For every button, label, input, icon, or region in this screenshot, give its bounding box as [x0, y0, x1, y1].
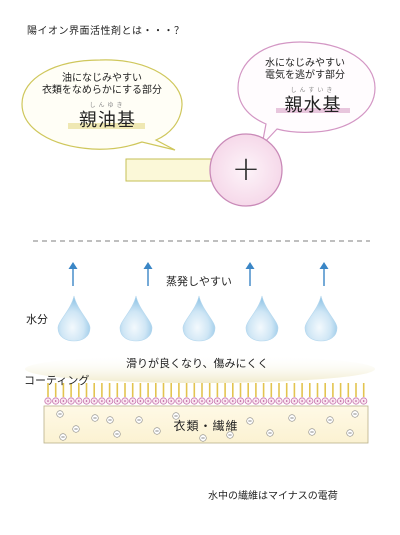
coating-molecule-icon [267, 383, 275, 405]
evaporation-arrow-icon [68, 262, 78, 286]
lipophilic-tail [125, 158, 221, 182]
coating-molecule-icon [329, 383, 337, 405]
coating-molecules [44, 383, 368, 405]
negative-charge-icon [346, 429, 354, 437]
plus-charge-symbol: + [231, 149, 261, 189]
coating-molecule-icon [159, 383, 168, 405]
water-term-highlight [276, 108, 350, 113]
evaporation-arrow-icon [143, 262, 153, 286]
negative-charge-icon [72, 425, 80, 433]
water-label: 水分 [26, 313, 48, 326]
oil-term: 親油基 [79, 110, 136, 131]
slide-haze [25, 355, 375, 383]
water-drop-icon [182, 295, 216, 342]
coating-molecule-icon [52, 383, 60, 405]
negative-charge-icon [106, 416, 114, 424]
coating-molecule-icon [113, 383, 121, 405]
coating-molecule-icon [206, 383, 214, 405]
coating-molecule-icon [236, 383, 245, 405]
hydrophilic-head [209, 133, 283, 207]
evaporation-arrows [68, 262, 329, 286]
oil-bubble-text: 油になじみやすい 衣類をなめらかにする部分 [27, 73, 177, 97]
water-speech-bubble [237, 41, 376, 147]
water-drop-icon [119, 295, 153, 342]
water-bubble-text: 水になじみやすい 電気を逃がす部分 [245, 58, 365, 82]
water-drop-icon [304, 295, 338, 342]
oil-description-line1: 油になじみやすい [62, 73, 142, 84]
negative-charge-icon [91, 414, 99, 422]
coating-molecule-icon [98, 383, 106, 405]
negative-charge-icon [246, 417, 254, 425]
coating-molecule-icon [221, 383, 229, 405]
evaporate-label: 蒸発しやすい [166, 275, 232, 288]
coating-molecule-icon [259, 383, 268, 405]
negative-charge-icon [308, 428, 316, 436]
oil-description-line2: 衣類をなめらかにする部分 [41, 85, 163, 96]
coating-molecule-icon [352, 383, 360, 405]
coating-molecule-icon [252, 383, 260, 405]
coating-molecule-icon [336, 383, 345, 405]
coating-molecule-icon [90, 383, 98, 405]
negative-charge-icon [172, 412, 180, 420]
coating-molecule-icon [175, 383, 183, 405]
caption: 水中の繊維はマイナスの電荷 [208, 491, 338, 502]
negative-charge-icon [266, 429, 274, 437]
water-drops [57, 295, 338, 342]
coating-molecule-icon [360, 383, 368, 405]
coating-molecule-icon [121, 383, 129, 405]
coating-molecule-icon [321, 383, 329, 405]
negative-charge-icon [59, 433, 67, 441]
coating-molecule-icon [75, 383, 83, 405]
coating-molecule-icon [198, 383, 206, 405]
coating-label: コーティング [24, 374, 90, 387]
evaporation-arrow-icon [245, 262, 255, 286]
fabric-negative-charges [56, 410, 359, 442]
negative-charge-icon [326, 416, 334, 424]
page-title: 陽イオン界面活性剤とは・・・？ [27, 26, 185, 37]
coating-molecule-icon [144, 383, 152, 405]
coating-molecule-icon [229, 383, 237, 405]
coating-molecule-icon [82, 383, 91, 405]
coating-molecule-icon [152, 383, 160, 405]
negative-charge-icon [135, 416, 143, 424]
coating-molecule-icon [313, 383, 322, 405]
coating-molecule-icon [306, 383, 314, 405]
slide-label: 滑りが良くなり、傷みにくく [126, 357, 269, 370]
coating-molecule-icon [244, 383, 252, 405]
coating-molecule-icon [283, 383, 291, 405]
evaporation-arrow-icon [319, 262, 329, 286]
coating-molecule-icon [190, 383, 198, 405]
water-description-line2: 電気を逃がす部分 [265, 70, 345, 81]
coating-molecule-icon [59, 383, 68, 405]
coating-molecule-icon [298, 383, 306, 405]
coating-molecule-icon [136, 383, 144, 405]
coating-molecule-icon [275, 383, 283, 405]
water-drop-icon [245, 295, 279, 342]
oil-term-ruby: しんゆき [89, 102, 126, 109]
fabric-label: 衣類・繊維 [173, 419, 239, 433]
water-term-ruby: しんすいき [290, 87, 336, 94]
negative-charge-icon [113, 430, 121, 438]
coating-molecule-icon [183, 383, 191, 405]
coating-molecule-icon [290, 383, 298, 405]
coating-molecule-icon [129, 383, 137, 405]
coating-molecule-icon [344, 383, 352, 405]
coating-molecule-icon [213, 383, 221, 405]
negative-charge-icon [153, 427, 161, 435]
negative-charge-icon [56, 410, 64, 418]
coating-molecule-icon [106, 383, 114, 405]
coating-molecule-icon [67, 383, 75, 405]
water-drop-icon [57, 295, 91, 342]
negative-charge-icon [199, 434, 207, 442]
negative-charge-icon [226, 431, 234, 439]
negative-charge-icon [351, 410, 359, 418]
negative-charge-icon [288, 414, 296, 422]
oil-term-highlight [68, 123, 145, 129]
water-term: 親水基 [284, 95, 342, 116]
coating-molecule-icon [44, 383, 52, 405]
coating-molecule-icon [167, 383, 175, 405]
water-description-line1: 水になじみやすい [265, 58, 345, 69]
